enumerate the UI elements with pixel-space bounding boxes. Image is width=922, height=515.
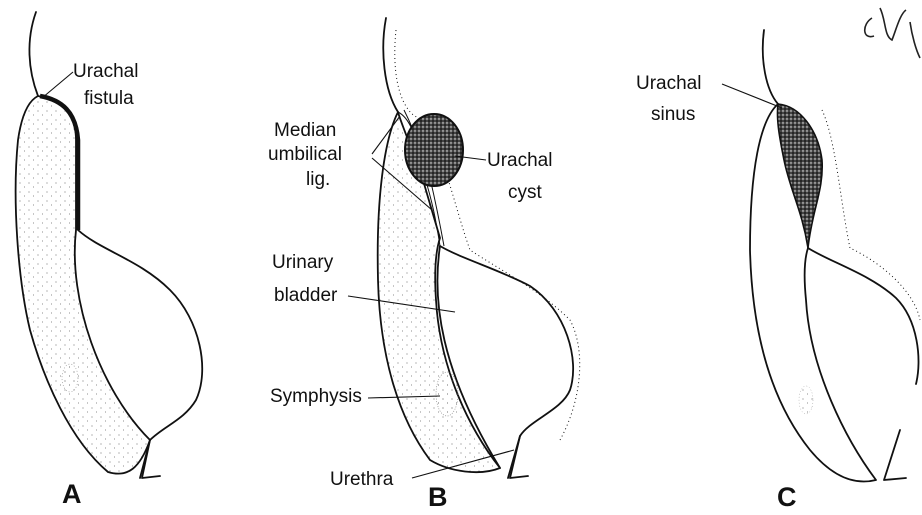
panel-c-cord-line: [763, 30, 778, 104]
panel-b-urethra: [508, 436, 520, 478]
panel-b-urachal-cyst: [405, 114, 463, 186]
panel-b-label-urethra: Urethra: [330, 469, 394, 490]
panel-b-letter: B: [428, 482, 448, 510]
panel-c-outer-dotted-line: [822, 110, 920, 320]
panel-a-leader-fistula: [42, 72, 73, 98]
panel-b-cord-line: [383, 18, 398, 112]
panel-c: Urachal sinus C: [636, 30, 920, 510]
panel-a-cord-line: [29, 12, 38, 96]
panel-b-symphysis: [436, 372, 458, 416]
panel-b: Median umbilical lig. Urachal cyst Urina…: [268, 18, 580, 510]
panel-c-label-urachal: Urachal: [636, 73, 701, 94]
panel-a-label-fistula: fistula: [84, 88, 134, 109]
panel-c-symphysis: [799, 386, 813, 414]
panel-b-label-cyst-urachal: Urachal: [487, 150, 552, 171]
panel-b-label-urinary: Urinary: [272, 252, 334, 273]
panel-b-label-cyst: cyst: [508, 182, 543, 203]
panel-a: Urachal fistula A: [16, 12, 203, 509]
panel-c-letter: C: [777, 482, 797, 510]
panel-c-bladder: [808, 248, 919, 384]
panel-c-urachal-sinus: [777, 104, 822, 248]
panel-b-label-median: Median: [274, 120, 336, 141]
panel-b-label-bladder: bladder: [274, 285, 338, 306]
panel-a-symphysis: [62, 364, 78, 392]
handwritten-mark: [865, 8, 920, 58]
panel-c-label-sinus: sinus: [651, 104, 695, 125]
panel-c-urethra: [884, 430, 906, 480]
panel-b-label-lig: lig.: [306, 169, 330, 190]
panel-b-label-umbilical: umbilical: [268, 144, 342, 165]
panel-a-letter: A: [62, 479, 82, 509]
panel-b-label-symphysis: Symphysis: [270, 386, 362, 407]
panel-a-label-urachal: Urachal: [73, 61, 138, 82]
panel-a-abdominal-wall: [16, 96, 150, 474]
